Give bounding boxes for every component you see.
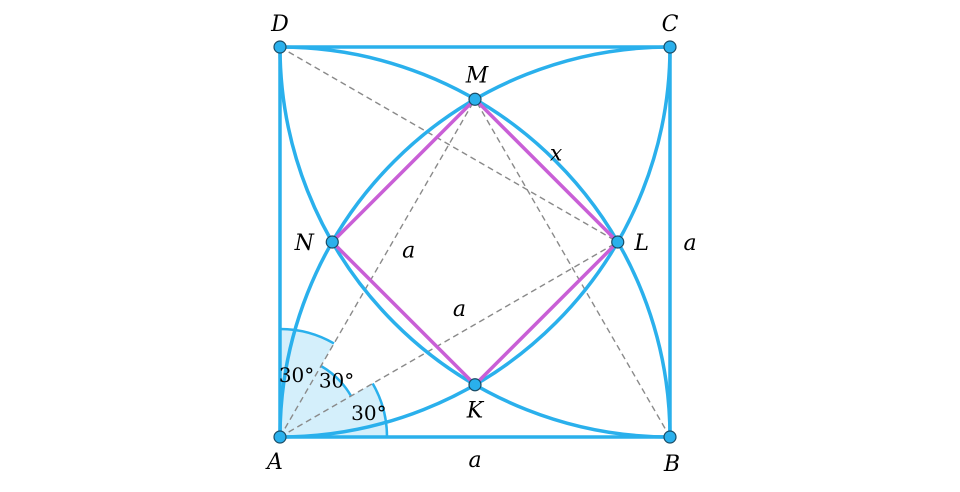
angle-sectors bbox=[279, 327, 389, 438]
arc-center-D bbox=[279, 46, 672, 439]
point-M bbox=[468, 92, 482, 106]
angle-label-2: 30° bbox=[319, 368, 354, 392]
outer-square bbox=[278, 45, 672, 439]
side-label-AL-mid: a bbox=[453, 297, 466, 322]
arc-center-C bbox=[278, 46, 671, 439]
point-L bbox=[611, 235, 625, 249]
inner-square-MLKN bbox=[330, 97, 620, 387]
point-N bbox=[325, 235, 339, 249]
arc-center-A bbox=[279, 45, 672, 438]
inner-square bbox=[330, 97, 620, 387]
points bbox=[273, 40, 677, 444]
point-label-A: A bbox=[265, 450, 283, 475]
angle-label-3: 30° bbox=[351, 401, 386, 425]
angle-sector-3 bbox=[280, 383, 387, 437]
point-D bbox=[273, 40, 287, 54]
dashed-AM bbox=[279, 98, 476, 438]
angle-arc-1 bbox=[279, 327, 335, 345]
point-label-D: D bbox=[270, 12, 289, 37]
angle-arc-3 bbox=[371, 382, 389, 438]
point-B bbox=[663, 430, 677, 444]
point-label-L: L bbox=[633, 231, 649, 256]
point-label-C: C bbox=[662, 12, 679, 37]
point-A bbox=[273, 430, 287, 444]
point-label-B: B bbox=[663, 452, 680, 477]
angle-label-1: 30° bbox=[279, 363, 314, 387]
dashed-DL bbox=[279, 46, 619, 243]
angle-arc-2 bbox=[320, 364, 353, 397]
side-label-AB-bottom: a bbox=[468, 448, 481, 473]
dashed-AL bbox=[279, 241, 619, 438]
point-K bbox=[468, 378, 482, 392]
angle-sector-1 bbox=[280, 328, 334, 437]
point-C bbox=[663, 40, 677, 54]
quarter-arcs bbox=[278, 45, 672, 439]
point-label-M: M bbox=[465, 63, 489, 88]
angle-sector-2 bbox=[280, 365, 352, 437]
dashed-BM bbox=[474, 98, 671, 438]
dashed-lines bbox=[279, 46, 671, 438]
point-label-N: N bbox=[294, 231, 315, 256]
point-label-K: K bbox=[466, 399, 485, 424]
side-label-ML-mid: x bbox=[550, 141, 563, 166]
side-label-BC-right: a bbox=[683, 231, 696, 256]
side-label-AM-mid: a bbox=[402, 239, 415, 264]
arc-center-B bbox=[278, 45, 671, 438]
